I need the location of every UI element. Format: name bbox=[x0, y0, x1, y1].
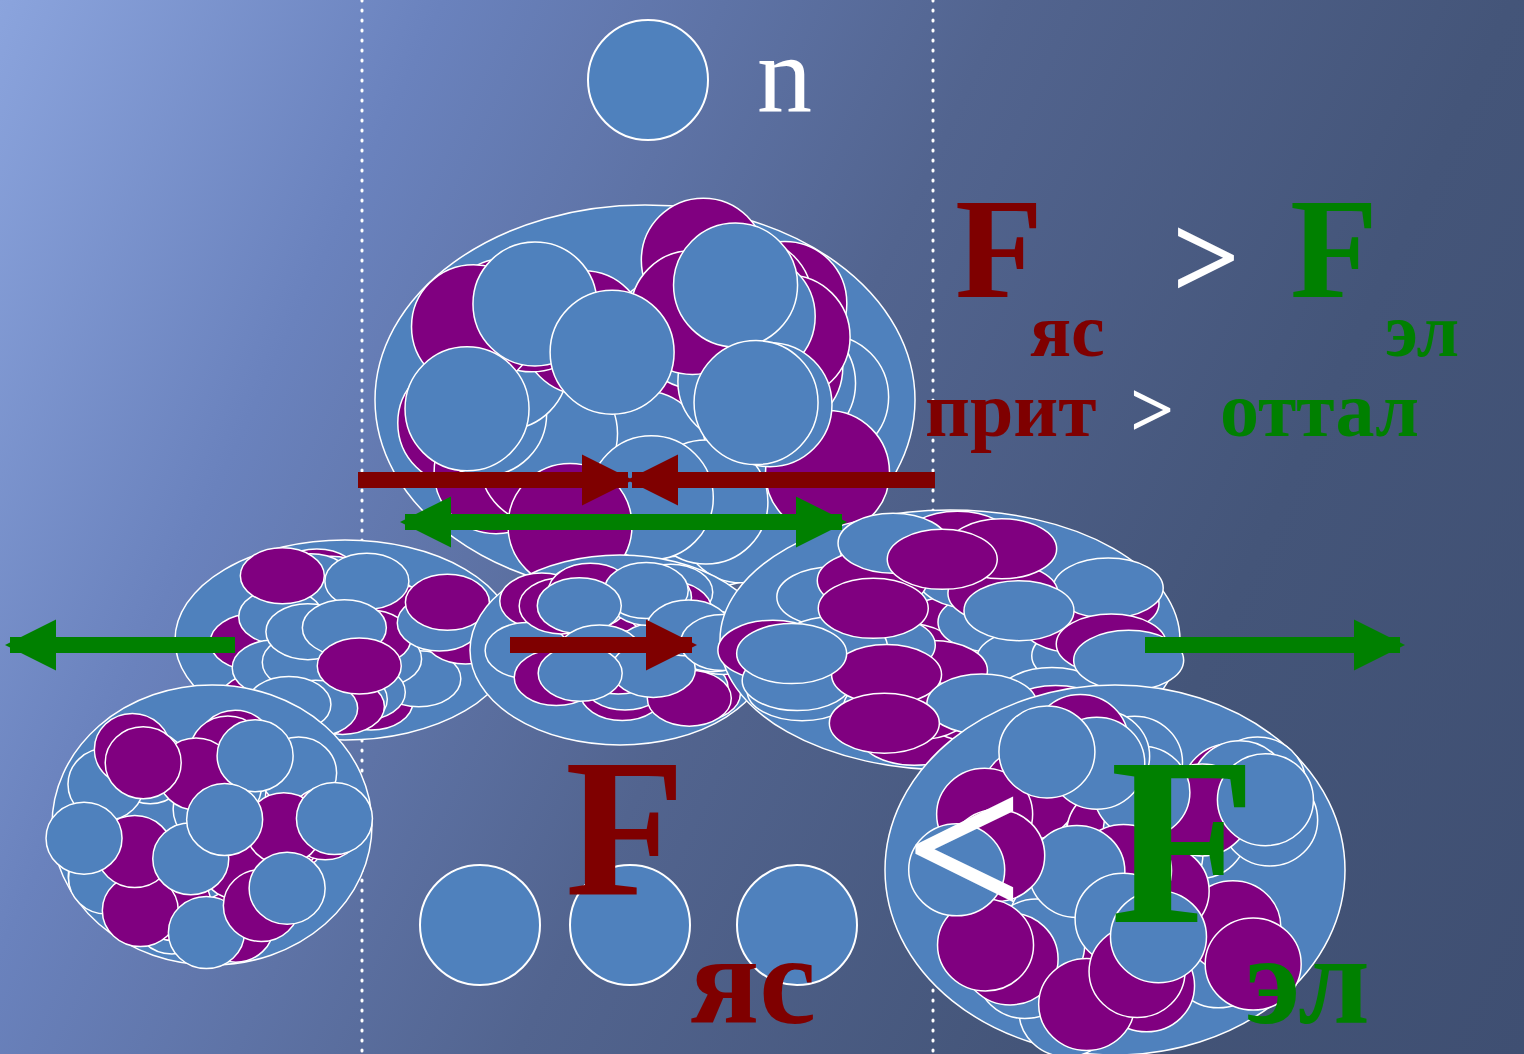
guide-line bbox=[361, 0, 364, 1054]
nucleon bbox=[550, 290, 674, 414]
force-label: > bbox=[1172, 198, 1240, 318]
force-label: F bbox=[955, 177, 1043, 321]
force-arrow bbox=[10, 637, 235, 653]
neutron bbox=[588, 20, 708, 140]
force-label: эл bbox=[1385, 292, 1459, 368]
force-label: яс bbox=[1030, 292, 1105, 368]
nucleon bbox=[674, 223, 798, 347]
neutron bbox=[420, 865, 540, 985]
nucleon bbox=[818, 578, 928, 638]
force-label: n bbox=[757, 20, 812, 130]
nucleon bbox=[296, 783, 372, 855]
nucleon bbox=[405, 347, 529, 471]
force-label: F bbox=[1110, 721, 1257, 961]
nucleon bbox=[249, 852, 325, 924]
nucleon bbox=[317, 638, 401, 694]
force-arrow bbox=[405, 514, 842, 530]
nucleon bbox=[538, 645, 622, 701]
nucleon bbox=[240, 548, 324, 604]
nucleon bbox=[46, 802, 122, 874]
force-label: < bbox=[905, 743, 1025, 953]
nucleon bbox=[694, 341, 818, 465]
force-arrow bbox=[1145, 637, 1400, 653]
nucleon bbox=[737, 624, 847, 684]
fragment-nucleus bbox=[46, 685, 372, 968]
nucleon bbox=[217, 720, 293, 792]
nucleon bbox=[105, 727, 181, 799]
force-label: яс bbox=[690, 916, 816, 1044]
nucleon bbox=[887, 529, 997, 589]
force-label: оттал bbox=[1220, 371, 1419, 449]
nucleon bbox=[964, 581, 1074, 641]
force-label: прит bbox=[925, 371, 1097, 449]
force-arrow bbox=[358, 472, 628, 488]
nucleon bbox=[187, 783, 263, 855]
force-arrow bbox=[510, 637, 692, 653]
force-label: F bbox=[1290, 177, 1378, 321]
force-label: > bbox=[1130, 371, 1174, 449]
force-arrow bbox=[632, 472, 935, 488]
force-label: эл bbox=[1245, 916, 1370, 1044]
force-label: F bbox=[565, 730, 685, 927]
